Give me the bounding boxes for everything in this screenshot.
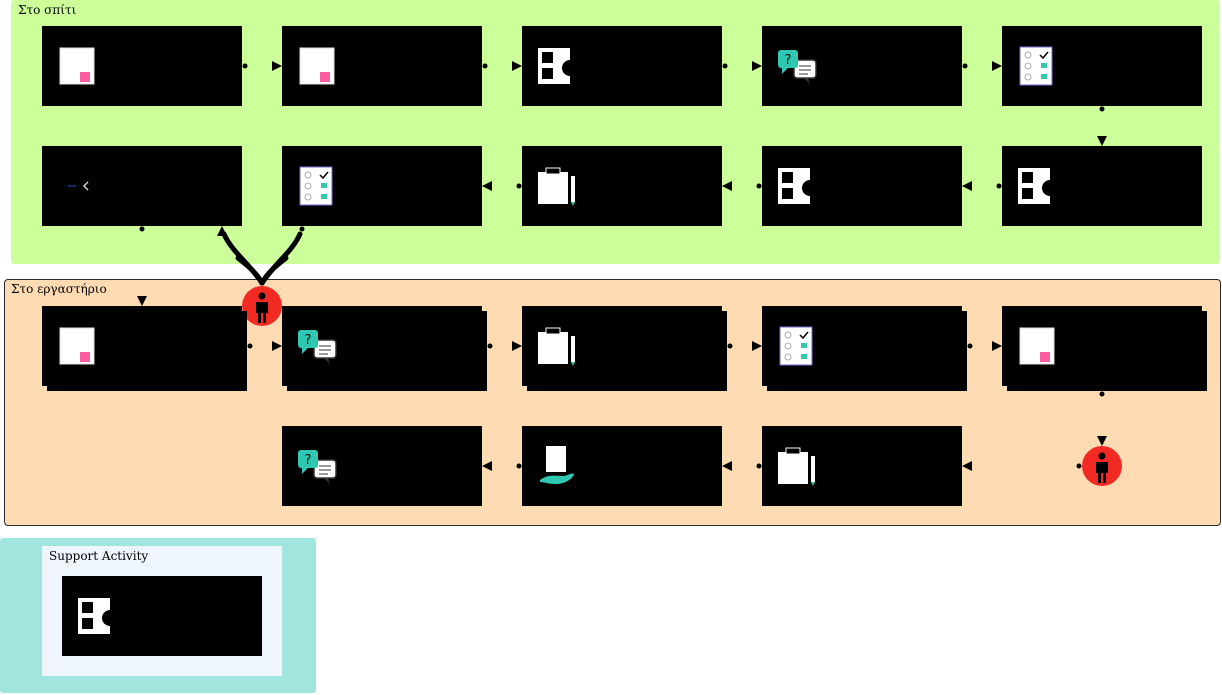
home-step-9[interactable] [282, 146, 482, 226]
shapes-icon [778, 168, 818, 204]
home-step-5[interactable] [1002, 26, 1202, 106]
workshop-step-5[interactable] [1002, 306, 1202, 386]
home-step-3[interactable] [522, 26, 722, 106]
shapes-icon [1018, 168, 1058, 204]
clipboard-pencil-icon [538, 327, 575, 366]
question-chat-icon: ? [298, 450, 337, 484]
workshop-step-7[interactable] [522, 426, 722, 506]
shapes-icon [538, 48, 578, 84]
document-icon [59, 47, 95, 85]
workshop-step-4[interactable] [762, 306, 962, 386]
hand-document-icon [540, 446, 574, 484]
actor-technician[interactable] [1082, 446, 1122, 486]
question-chat-icon: ? [778, 50, 817, 84]
person-icon [1096, 452, 1108, 483]
workshop-step-2[interactable]: ? [282, 306, 482, 386]
svg-text:?: ? [785, 53, 792, 68]
person-icon [256, 292, 268, 323]
workshop-step-1[interactable] [42, 306, 242, 386]
home-step-2[interactable] [282, 26, 482, 106]
document-icon [59, 327, 95, 365]
workshop-step-3[interactable] [522, 306, 722, 386]
question-chat-icon: ? [298, 330, 337, 364]
support-activity-label: Support Activity [49, 549, 149, 563]
home-step-10[interactable] [42, 146, 242, 226]
clipboard-pencil-icon [778, 447, 815, 486]
lane-home-label: Στο σπίτι [18, 3, 77, 17]
small-arrows-icon [68, 181, 89, 191]
checklist-icon [299, 166, 333, 206]
home-step-8[interactable] [522, 146, 722, 226]
checklist-icon [1019, 46, 1053, 86]
home-step-4[interactable]: ? [762, 26, 962, 106]
workshop-step-6[interactable] [762, 426, 962, 506]
workshop-step-8[interactable]: ? [282, 426, 482, 506]
home-step-1[interactable] [42, 26, 242, 106]
actor-customer[interactable] [242, 286, 282, 326]
lane-workshop-label: Στο εργαστήριο [11, 282, 107, 296]
document-icon [1019, 327, 1055, 365]
clipboard-pencil-icon [538, 167, 575, 206]
checklist-icon [779, 326, 813, 366]
support-activity-card[interactable] [62, 576, 262, 656]
home-step-7[interactable] [762, 146, 962, 226]
home-step-6[interactable] [1002, 146, 1202, 226]
svg-text:?: ? [305, 333, 312, 348]
svg-text:?: ? [305, 453, 312, 468]
document-icon [299, 47, 335, 85]
shapes-icon [78, 598, 118, 634]
